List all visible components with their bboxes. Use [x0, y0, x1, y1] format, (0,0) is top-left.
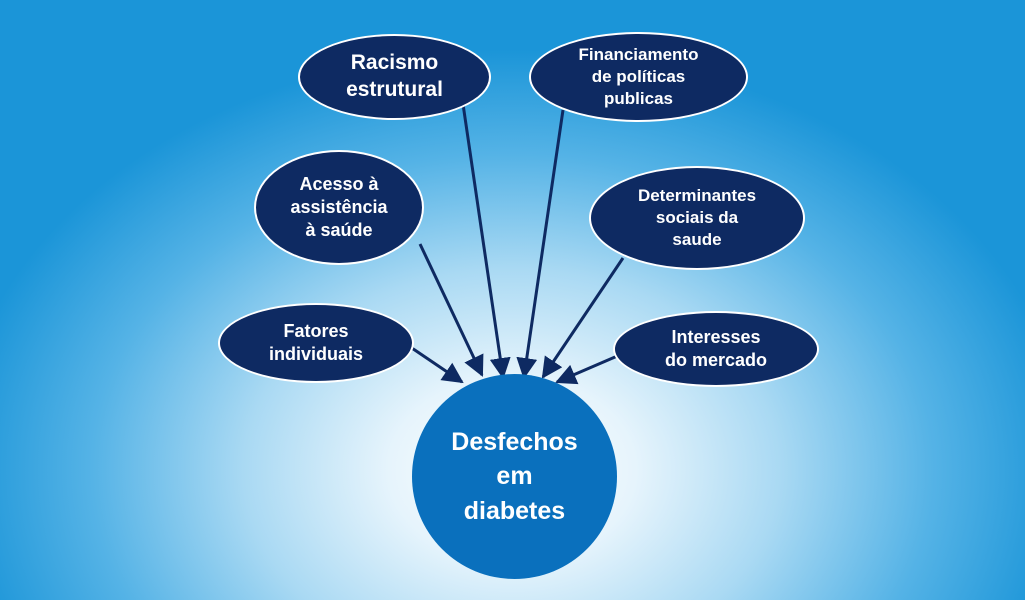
node-fatores-label: Fatores individuais: [268, 320, 364, 364]
node-interesses-mercado: Interesses do mercado: [613, 311, 819, 387]
arrow-racismo-to-center: [461, 103, 511, 380]
node-fatores-individuais: Fatores individuais: [218, 303, 414, 383]
node-determinantes-label: Determinantes sociais da saude: [637, 186, 757, 249]
arrow-acesso-to-center: [418, 243, 484, 377]
node-financiamento-politicas-publicas: Financiamento de políticas publicas: [529, 32, 748, 122]
node-determinantes-sociais: Determinantes sociais da saude: [589, 166, 805, 270]
node-acesso-label: Acesso à assistência à saúde: [290, 173, 388, 241]
node-financiamento-label: Financiamento de políticas publicas: [578, 45, 699, 108]
arrow-financiamento-to-center: [516, 109, 565, 380]
arrow-interesses-to-center: [555, 352, 623, 385]
center-node-label: Desfechos em diabetes: [451, 427, 578, 525]
node-acesso-assistencia-saude: Acesso à assistência à saúde: [254, 150, 424, 265]
node-racismo-label: Racismo estrutural: [346, 51, 443, 101]
center-node-desfechos-diabetes: Desfechos em diabetes: [412, 374, 617, 579]
node-racismo-estrutural: Racismo estrutural: [298, 34, 491, 120]
arrow-determinantes-to-center: [541, 257, 625, 379]
node-interesses-label: Interesses do mercado: [664, 326, 768, 370]
